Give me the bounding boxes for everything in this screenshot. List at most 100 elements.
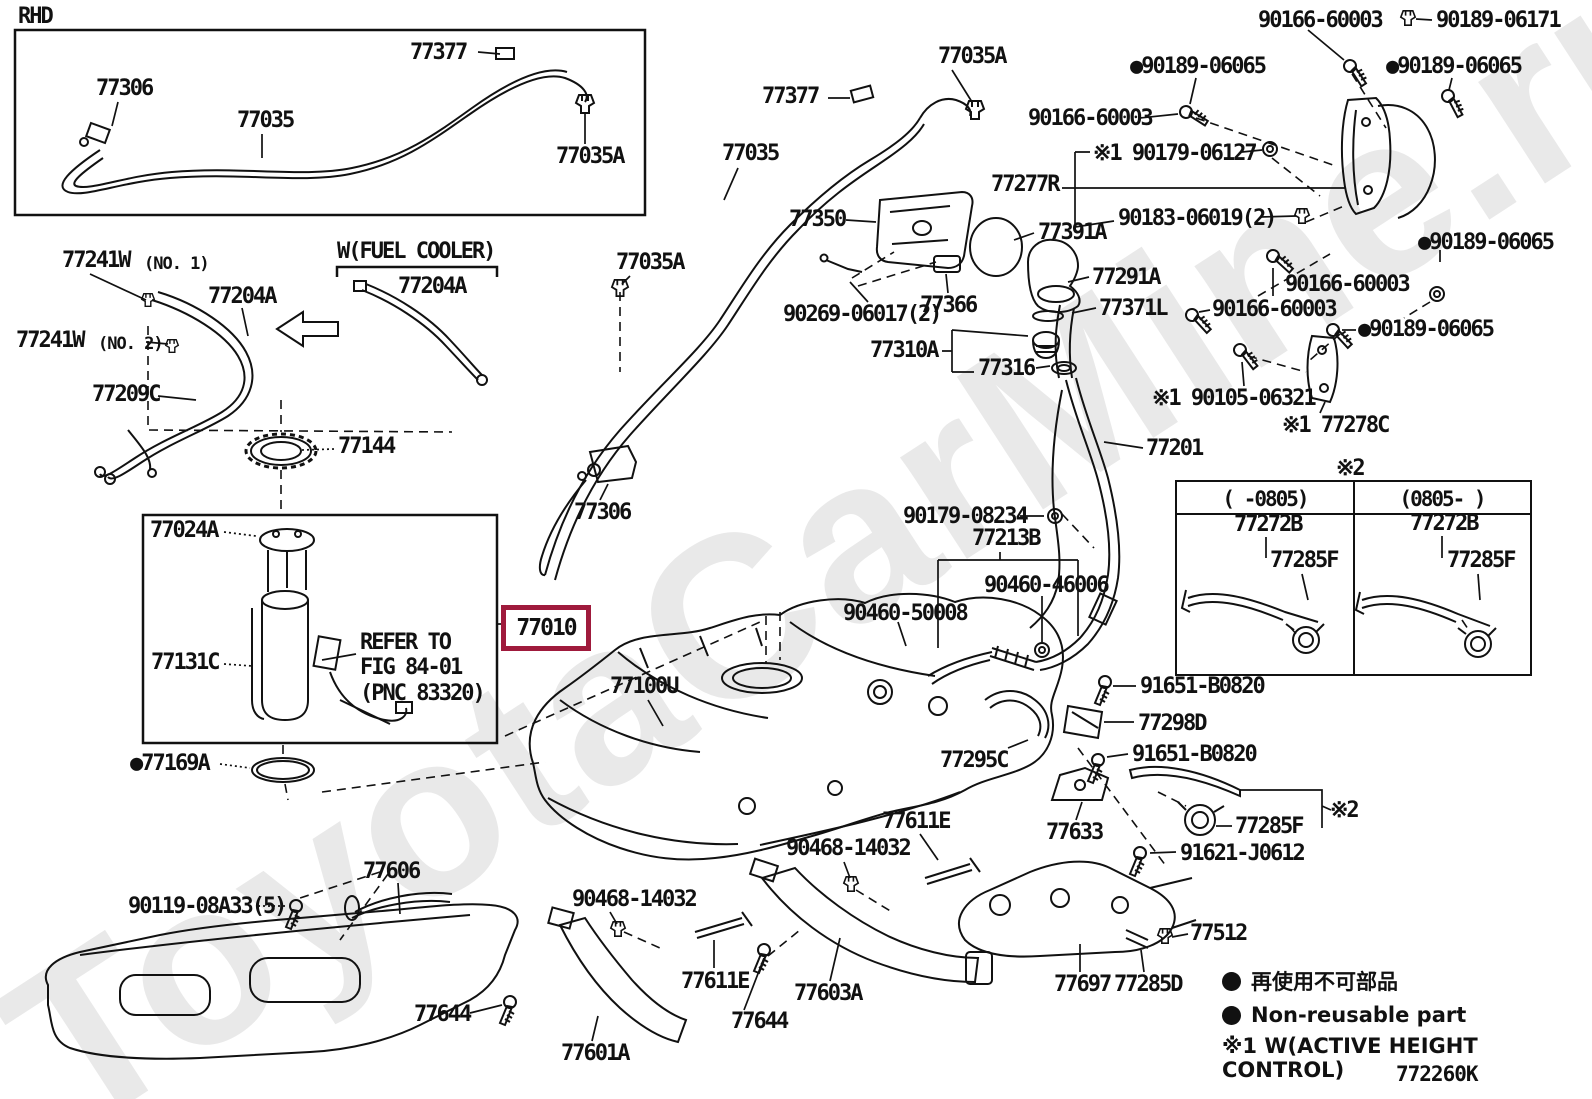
label-77209c: 77209C — [92, 382, 161, 407]
label-77272b: 77272B — [1234, 512, 1303, 537]
label-90460-46006: 90460-46006 — [984, 573, 1110, 598]
label-77035: 77035 — [237, 108, 295, 133]
label-90189-06065: ●90189-06065 — [1418, 230, 1555, 255]
label-77241w: 77241W — [16, 328, 85, 353]
label-77377: 77377 — [762, 84, 820, 109]
filler-pipe-art — [927, 304, 1121, 685]
label-no-2: (NO. 2) — [98, 334, 164, 354]
label-77285f: 77285F — [1270, 548, 1339, 573]
label-77291a: 77291A — [1092, 265, 1161, 290]
label-77204a: 77204A — [208, 284, 277, 309]
label-91651-b0820: 91651-B0820 — [1132, 742, 1258, 767]
label-77697: 77697 — [1054, 972, 1112, 997]
label-90189-06065: ●90189-06065 — [1130, 54, 1267, 79]
label-90183-06019-2: 90183-06019(2) — [1118, 206, 1277, 231]
label-77306: 77306 — [96, 76, 154, 101]
legend: 再使用不可部品 Non-reusable part ※1 W(ACTIVE HE… — [1222, 966, 1592, 1082]
pump-module-art — [251, 528, 413, 783]
non-reusable-dot-icon — [1222, 1005, 1241, 1025]
label-77277r: 77277R — [991, 172, 1060, 197]
label-77201: 77201 — [1146, 436, 1204, 461]
label-77644: 77644 — [414, 1002, 472, 1027]
label-90468-14032: 90468-14032 — [786, 836, 912, 861]
label-77391a: 77391A — [1038, 220, 1107, 245]
drawing-code: 772260K — [1396, 1062, 1479, 1086]
dotted-leaders — [219, 448, 335, 907]
variant-column-header-early: ( -0805) — [1222, 487, 1309, 511]
label-77035a: 77035A — [616, 250, 685, 275]
legend-row-en: Non-reusable part — [1222, 1003, 1592, 1027]
label-77611e: 77611E — [681, 969, 750, 994]
protector-brackets-art — [958, 690, 1241, 958]
label-77644: 77644 — [731, 1009, 789, 1034]
label-77366: 77366 — [920, 293, 978, 318]
variant-column-header-late: (0805- ) — [1399, 487, 1486, 511]
label-77204a: 77204A — [398, 274, 467, 299]
highlighted-part-box[interactable]: 77010 — [501, 605, 591, 651]
label-90269-06017-2: 90269-06017(2) — [783, 302, 942, 327]
label-77316: 77316 — [978, 356, 1036, 381]
label-77606: 77606 — [363, 859, 421, 884]
label-77035a: 77035A — [556, 144, 625, 169]
label-77024a: 77024A — [150, 518, 219, 543]
label-2: ※2 — [1330, 798, 1360, 823]
highlighted-part-number: 77010 — [516, 615, 577, 641]
label-77213b: 77213B — [972, 526, 1041, 551]
variant-table-divider — [1353, 482, 1355, 674]
label-no-1: (NO. 1) — [144, 254, 210, 274]
label-1-90105-06321: ※1 90105-06321 — [1152, 386, 1317, 411]
legend-en-text: Non-reusable part — [1251, 1003, 1467, 1027]
label-1-90179-06127: ※1 90179-06127 — [1093, 141, 1258, 166]
label-1-77278c: ※1 77278C — [1282, 413, 1390, 438]
label-w-fuel-cooler: W(FUEL COOLER) — [337, 239, 496, 264]
variant-table: ( -0805) (0805- ) — [1175, 480, 1532, 676]
inset-frames — [13, 28, 647, 745]
left-tubes-art — [94, 280, 488, 485]
label-77285d: 77285D — [1114, 972, 1183, 997]
label-77285f: 77285F — [1235, 814, 1304, 839]
label-77512: 77512 — [1190, 921, 1248, 946]
label-77272b: 77272B — [1410, 511, 1479, 536]
label-90166-60003: 90166-60003 — [1212, 297, 1338, 322]
label-90166-60003: 90166-60003 — [1028, 106, 1154, 131]
label-90460-50008: 90460-50008 — [843, 601, 969, 626]
label-90189-06065: ●90189-06065 — [1386, 54, 1523, 79]
straps-shield-art — [45, 857, 993, 1060]
label-77371l: 77371L — [1099, 296, 1168, 321]
label-90189-06065: ●90189-06065 — [1358, 317, 1495, 342]
legend-jp-text: 再使用不可部品 — [1251, 970, 1398, 994]
fender-brackets-art — [1306, 96, 1436, 404]
label-90166-60003: 90166-60003 — [1258, 8, 1384, 33]
dashed-lines — [147, 73, 1471, 957]
label-90179-08234: 90179-08234 — [903, 504, 1029, 529]
label-77310a: 77310A — [870, 338, 939, 363]
label-77377: 77377 — [410, 40, 468, 65]
non-reusable-dot-icon — [1222, 971, 1241, 991]
filler-cap-parts-art — [819, 190, 1081, 375]
variant-table-header-line — [1177, 513, 1530, 515]
label-77144: 77144 — [338, 434, 396, 459]
label-rhd: RHD — [18, 4, 54, 29]
label-77169a: ●77169A — [130, 751, 211, 776]
label-77298d: 77298D — [1138, 711, 1207, 736]
label-77295c: 77295C — [940, 748, 1009, 773]
label-77306: 77306 — [574, 500, 632, 525]
label-90166-60003: 90166-60003 — [1285, 272, 1411, 297]
label-77601a: 77601A — [561, 1041, 630, 1066]
label-90119-08a33-5: 90119-08A33(5) — [128, 894, 287, 919]
table-cell-sketches — [1180, 589, 1497, 658]
label-90468-14032: 90468-14032 — [572, 887, 698, 912]
leader-lines — [89, 18, 1481, 1042]
label-2: ※2 — [1336, 456, 1366, 481]
label-77035a: 77035A — [938, 44, 1007, 69]
label-77131c: 77131C — [151, 650, 220, 675]
label-91651-b0820: 91651-B0820 — [1140, 674, 1266, 699]
label-91621-j0612: 91621-J0612 — [1180, 841, 1306, 866]
legend-note1: ※1 W(ACTIVE HEIGHT CONTROL) — [1222, 1034, 1478, 1082]
label-77611e: 77611E — [882, 809, 951, 834]
label-77035: 77035 — [722, 141, 780, 166]
center-tubes-art — [538, 84, 985, 581]
